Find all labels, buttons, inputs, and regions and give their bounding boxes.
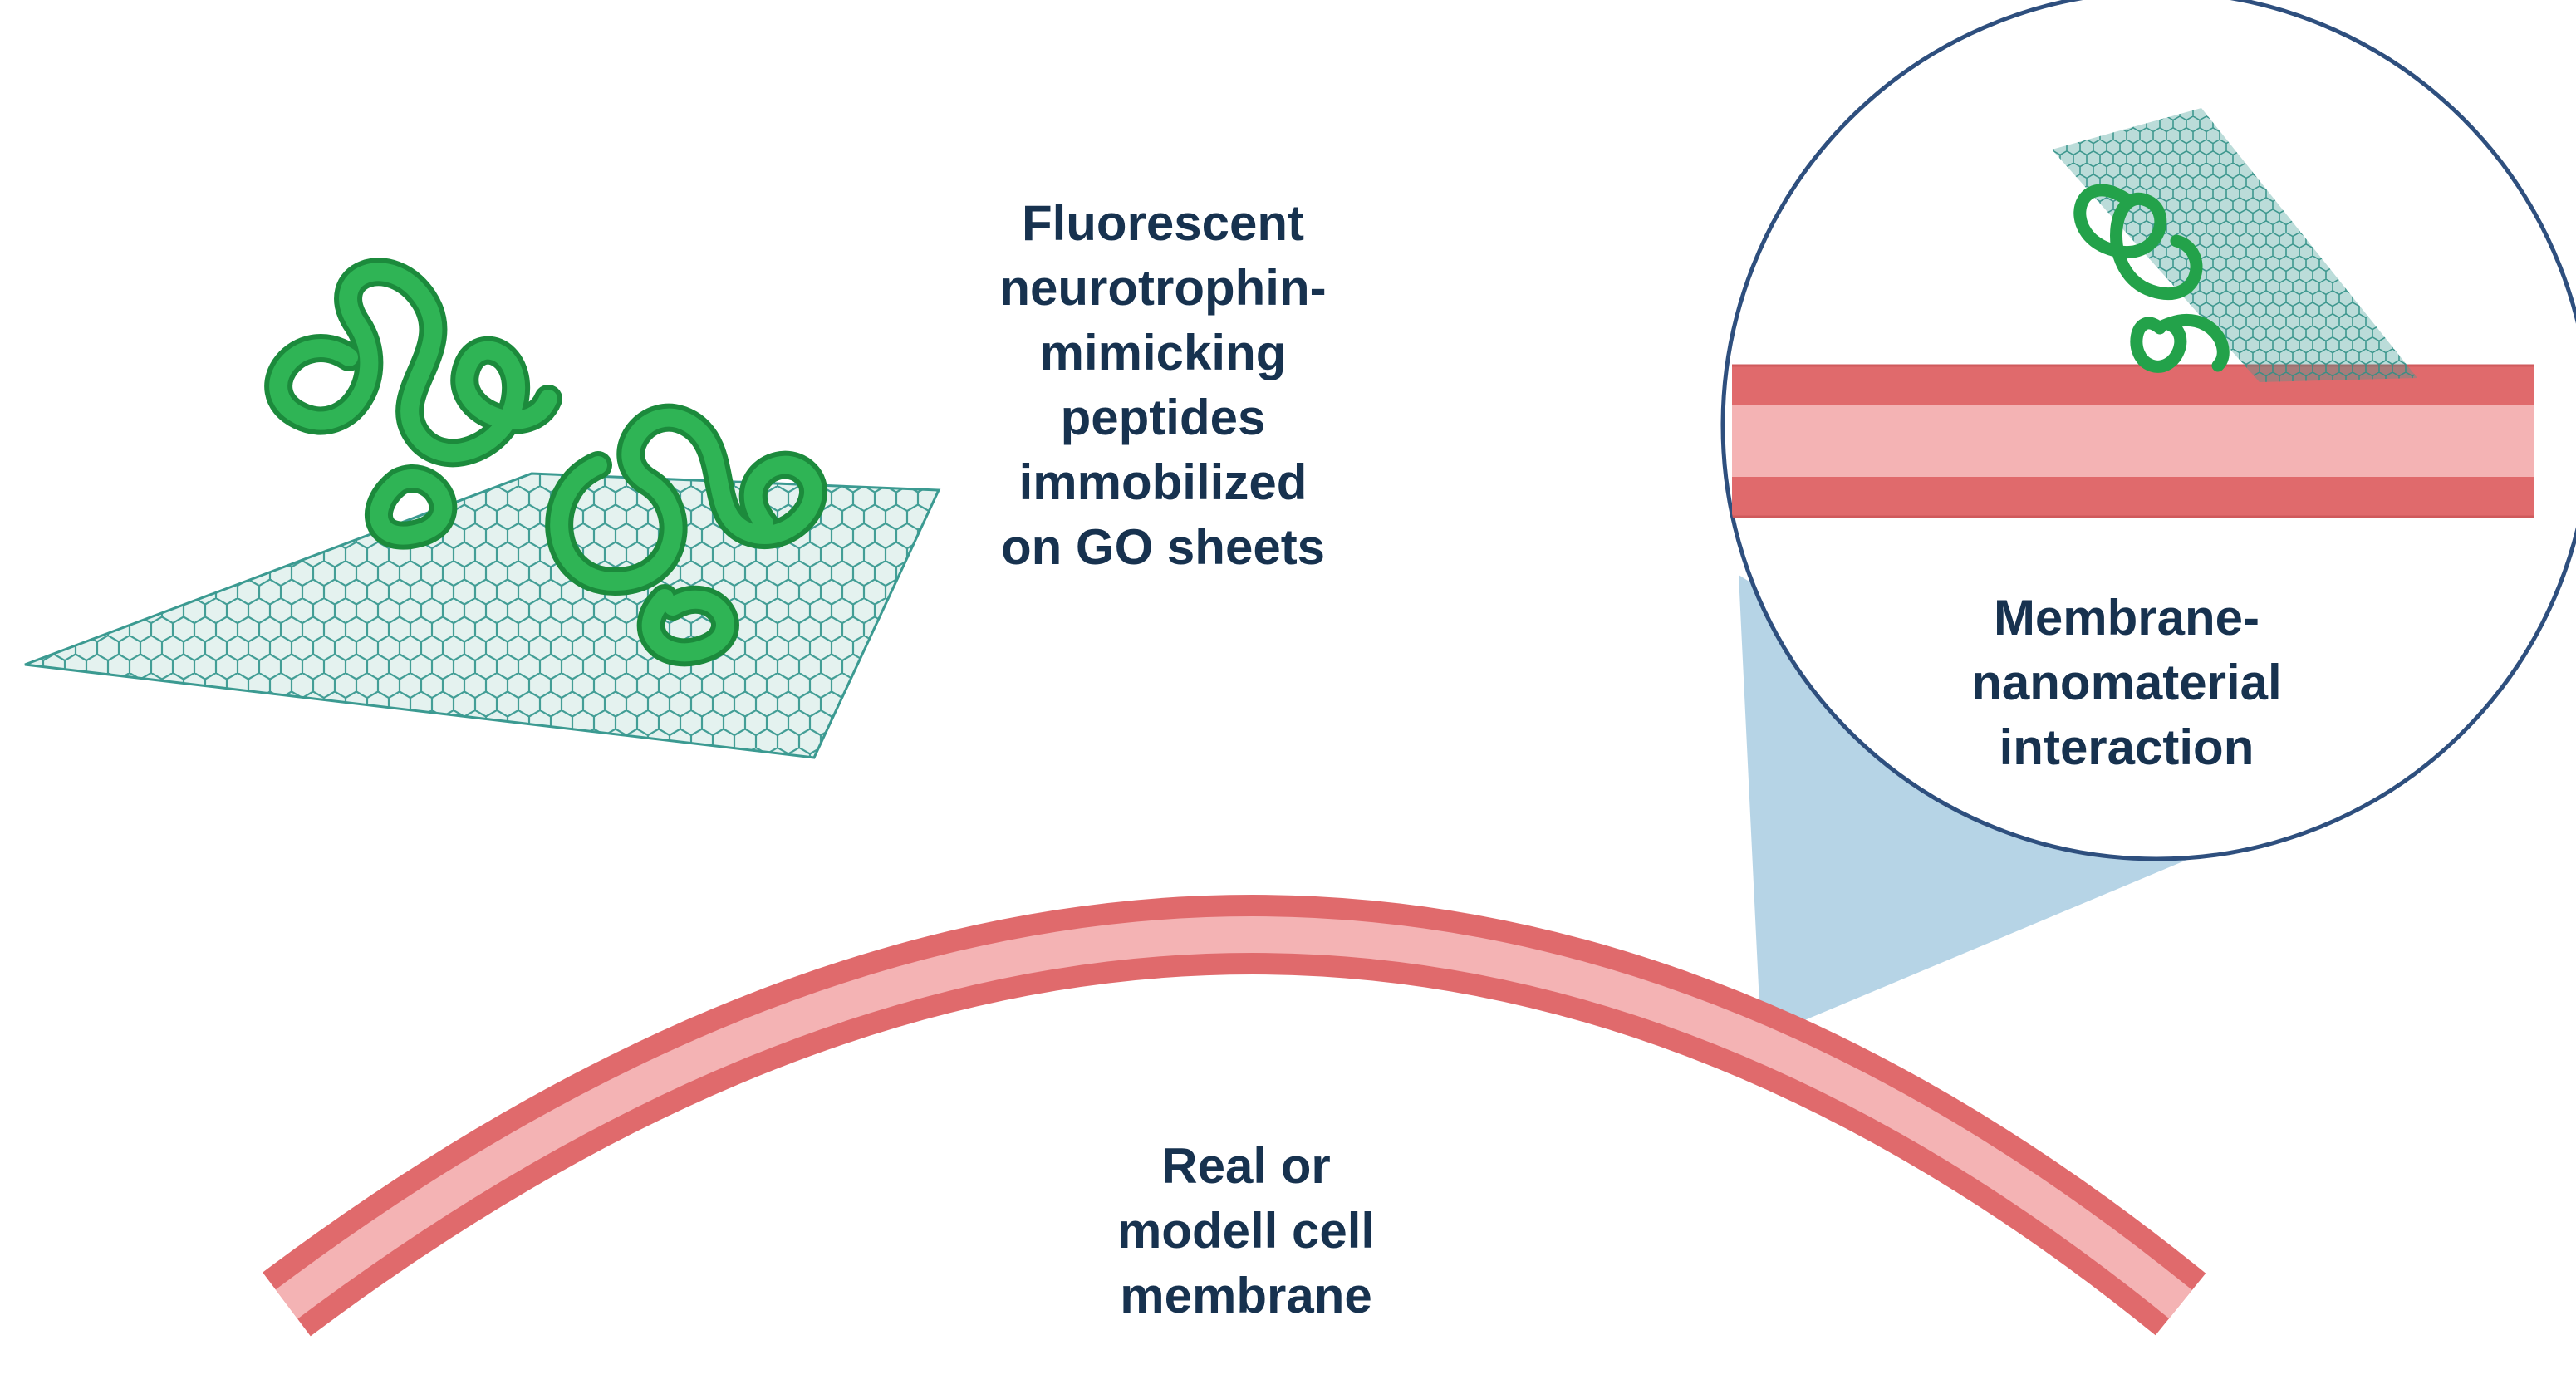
peptides-label-line: neurotrophin- [999,260,1327,316]
go-sheet-inserting-icon [2052,108,2417,382]
peptide-coil-icon [264,258,827,667]
membrane-label-line: modell cell [1116,1203,1376,1259]
peptides-label-line: Fluorescent [1021,195,1305,251]
peptides-label-line: on GO sheets [1000,519,1326,575]
peptides-label-line: immobilized [1018,454,1308,510]
peptides-label-line: mimicking [1039,325,1287,380]
membrane-label-line: Real or [1161,1138,1331,1194]
graphene-oxide-sheet-icon [24,472,941,759]
interaction-label-line: interaction [1999,719,2255,775]
peptide-coil-icon [2073,184,2230,373]
membrane-label-line: membrane [1120,1268,1372,1323]
interaction-label: Membrane- nanomaterial interaction [1911,586,2343,780]
interaction-label-line: Membrane- [1993,590,2260,645]
peptides-label-line: peptides [1060,390,1266,445]
peptides-label: Fluorescent neurotrophin- mimicking pept… [947,191,1379,580]
flat-membrane [1732,364,2534,518]
curved-membrane [263,895,2206,1337]
zoom-circle [1720,0,2576,861]
interaction-label-line: nanomaterial [1971,655,2282,710]
membrane-label: Real or modell cell membrane [1005,1134,1487,1328]
